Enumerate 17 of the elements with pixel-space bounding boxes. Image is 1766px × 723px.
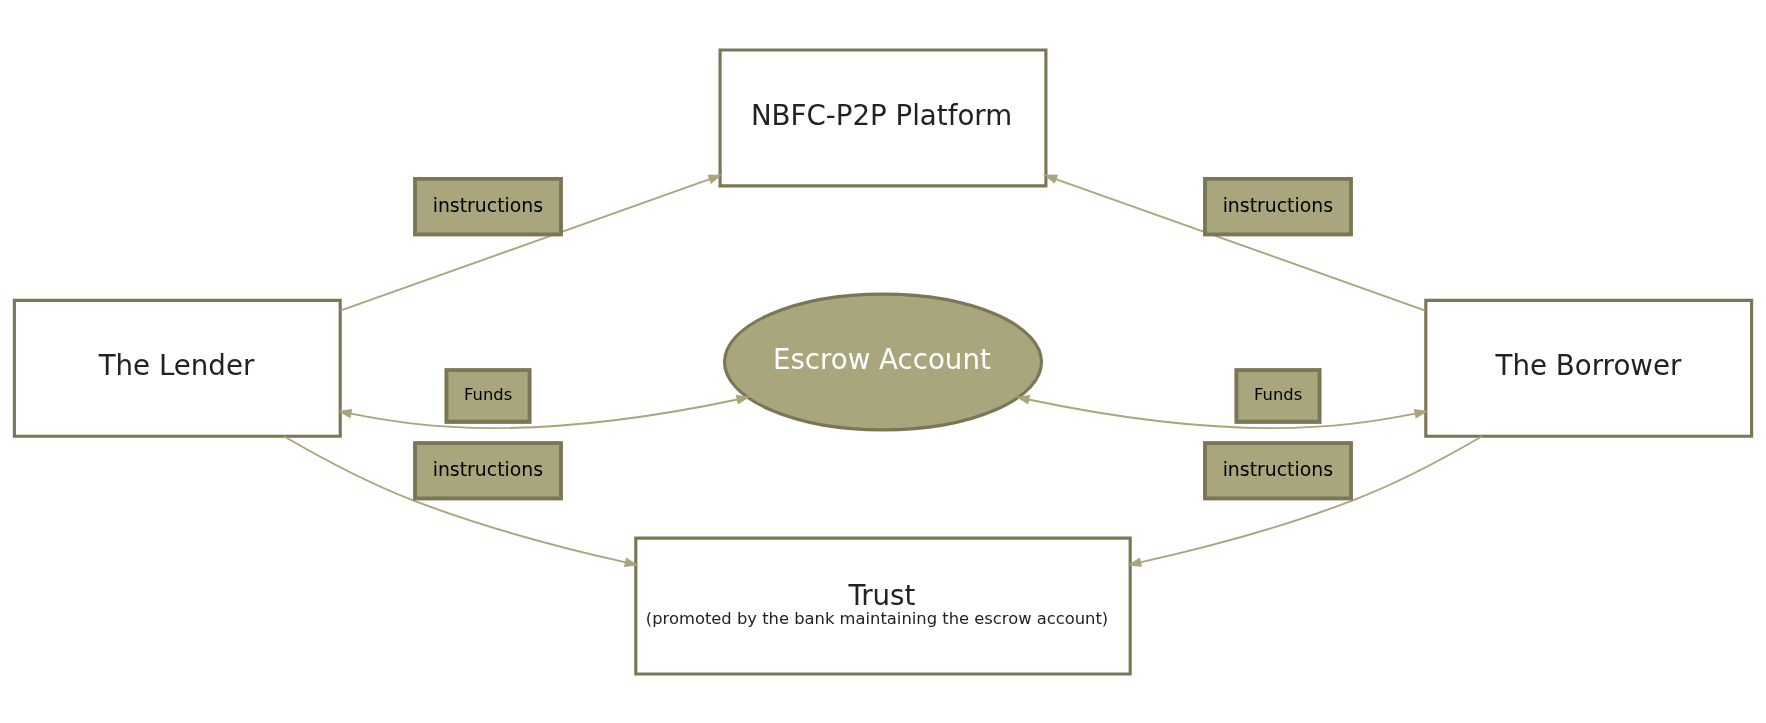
arrow xyxy=(337,394,751,429)
node-box: Trust (promoted by the bank maintaining the escrow account) xyxy=(634,536,1132,676)
edge-label: instructions xyxy=(432,193,544,216)
arrow xyxy=(1127,434,1483,567)
arrow xyxy=(283,434,639,567)
arrow xyxy=(339,174,723,312)
arrow xyxy=(1015,394,1429,429)
node-ellipse: Escrow Account xyxy=(722,292,1044,431)
node-box: The Borrower xyxy=(1424,298,1754,438)
edge-label: Funds xyxy=(464,384,513,404)
edge-label: Funds xyxy=(1254,384,1303,404)
arrow xyxy=(1043,174,1427,311)
node-box: The Lender xyxy=(12,298,342,438)
edge-label: instructions xyxy=(432,457,544,480)
edge-label: instructions xyxy=(1222,193,1334,216)
edge-label: instructions xyxy=(1222,457,1334,480)
node-box: NBFC-P2P Platform xyxy=(718,47,1048,187)
